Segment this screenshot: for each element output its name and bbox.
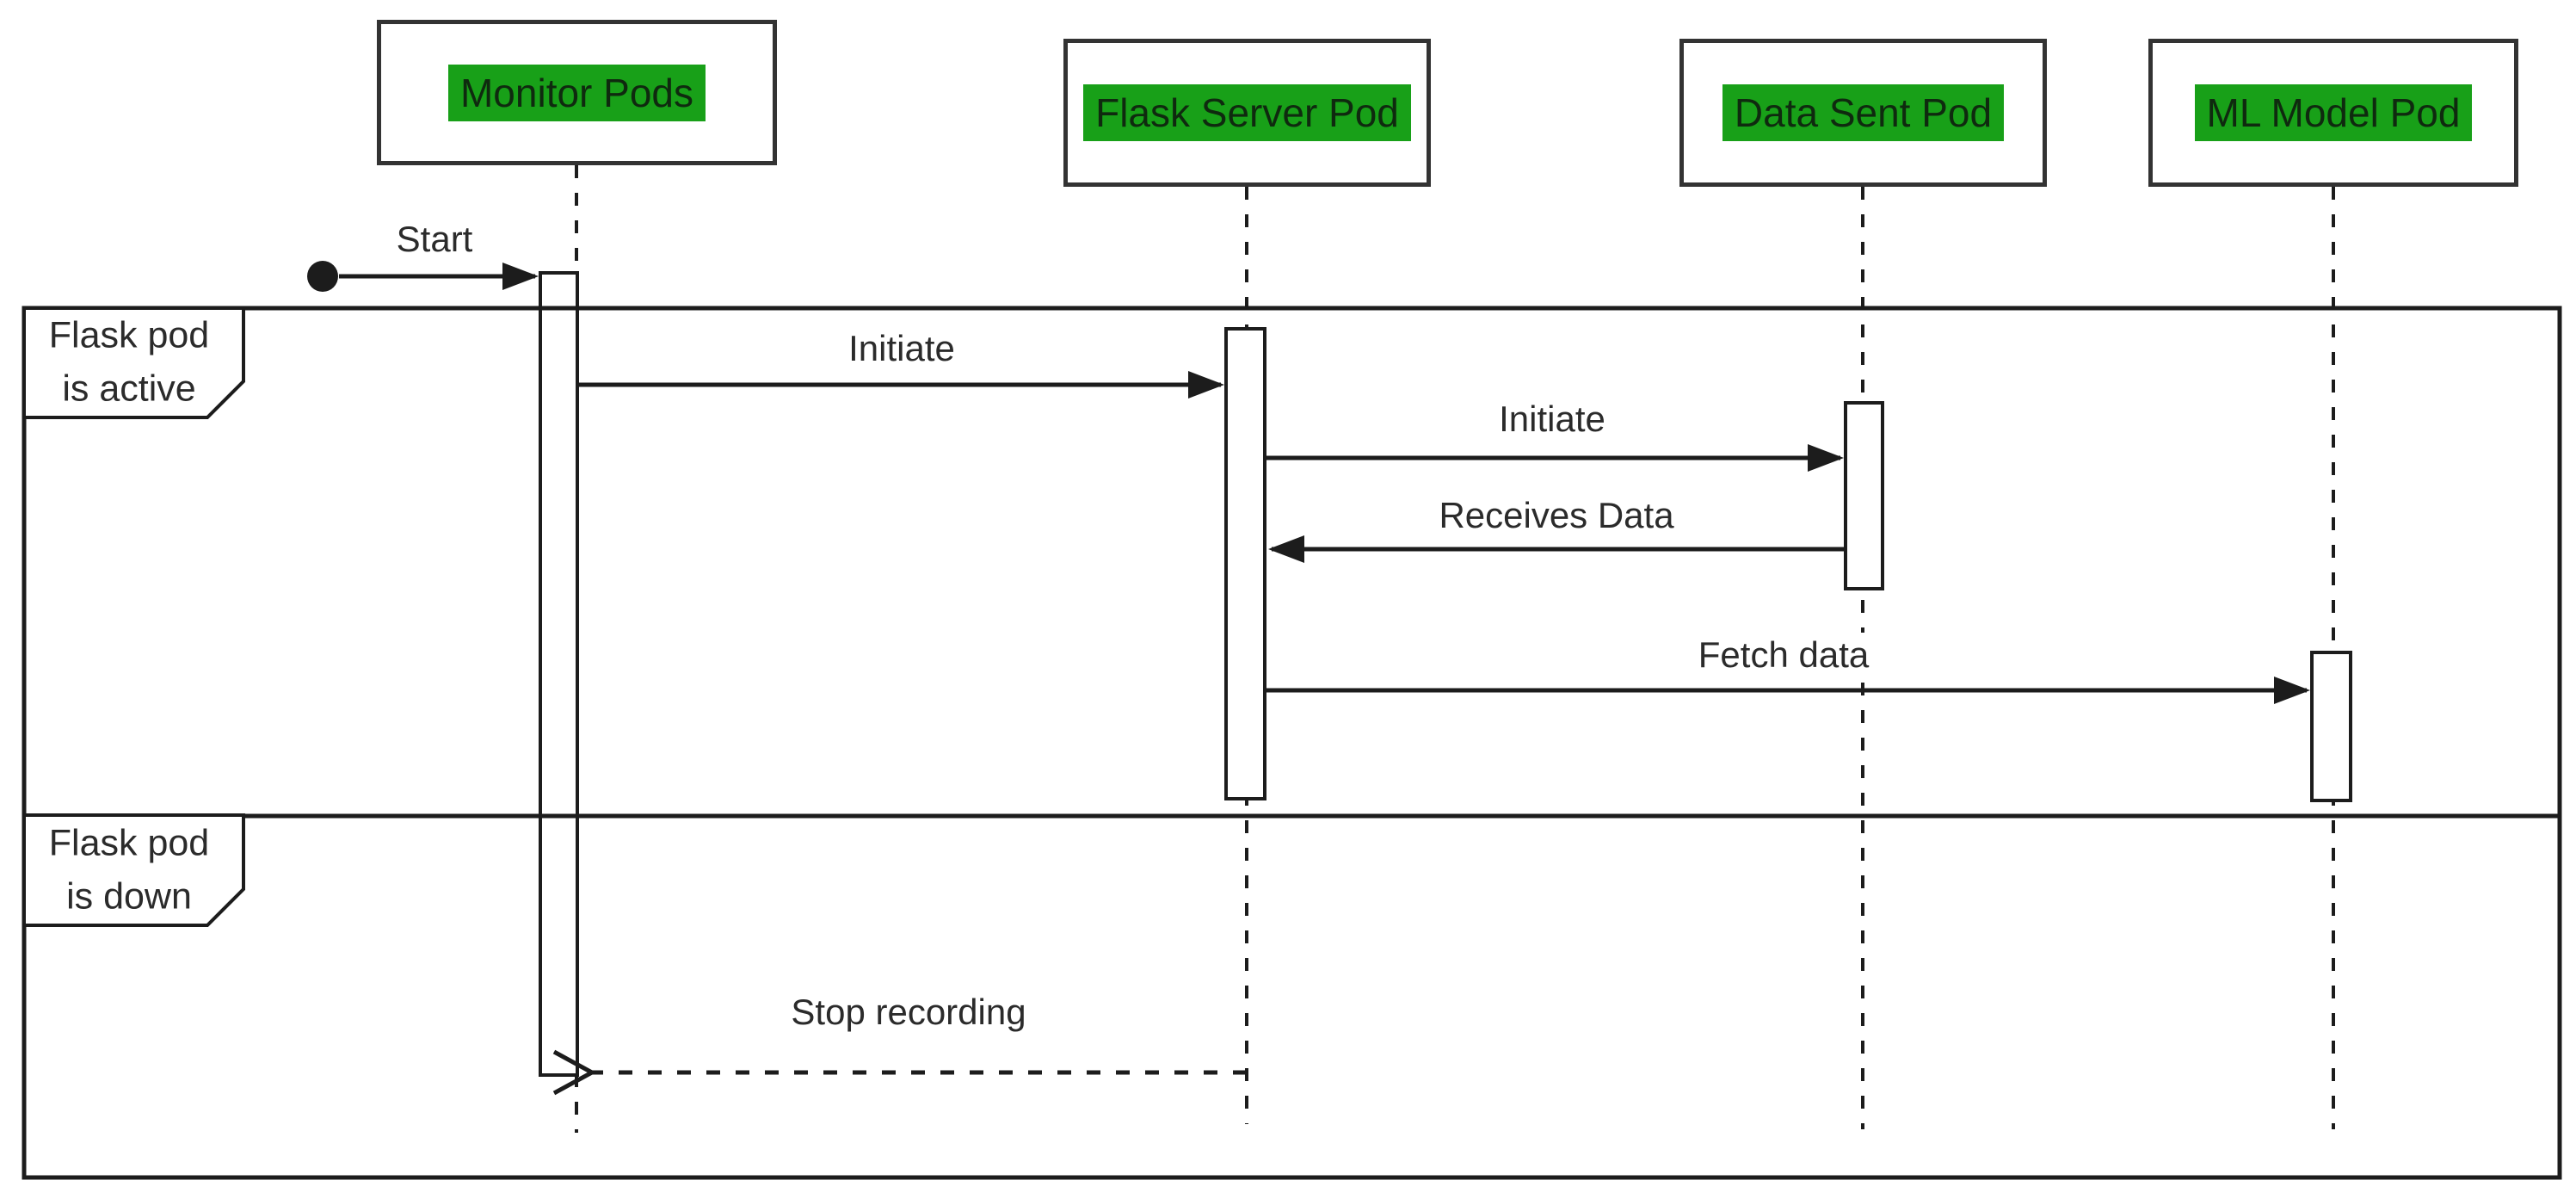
section-label-line2: is down [66, 876, 192, 918]
actor-label-flask-server-pod: Flask Server Pod [1083, 84, 1411, 141]
start-node-icon [307, 261, 338, 292]
activation-bar-data-sent-pod [1844, 401, 1884, 590]
message-label-receives-data: Receives Data [1430, 493, 1683, 538]
actor-box-ml-model-pod: ML Model Pod [2148, 39, 2518, 187]
section-pentagon-down [22, 813, 245, 927]
section-label-line1: Flask pod [48, 314, 210, 356]
activation-bar-flask-server-pod [1224, 327, 1266, 800]
section-label-flask-pod-is-down: Flask pod is down [49, 817, 209, 924]
section-label-line1: Flask pod [48, 822, 210, 864]
message-label-start: Start [387, 217, 482, 262]
actor-label-data-sent-pod: Data Sent Pod [1722, 84, 2005, 141]
message-label-initiate-2: Initiate [1490, 397, 1614, 442]
actor-label-monitor-pods: Monitor Pods [447, 64, 706, 121]
message-label-fetch-data: Fetch data [1689, 633, 1878, 677]
activation-bar-monitor-pods [539, 271, 579, 1077]
actor-box-monitor-pods: Monitor Pods [377, 20, 777, 165]
actor-box-flask-server-pod: Flask Server Pod [1063, 39, 1431, 187]
activation-bar-ml-model-pod [2310, 651, 2352, 802]
section-label-flask-pod-is-active: Flask pod is active [49, 309, 209, 417]
section-label-line2: is active [62, 368, 196, 410]
message-label-initiate-1: Initiate [840, 326, 964, 371]
section-pentagon-active [22, 306, 245, 419]
actor-label-ml-model-pod: ML Model Pod [2194, 84, 2473, 141]
frame-border [22, 306, 2562, 1180]
actor-box-data-sent-pod: Data Sent Pod [1679, 39, 2047, 187]
message-label-stop-recording: Stop recording [782, 990, 1035, 1035]
